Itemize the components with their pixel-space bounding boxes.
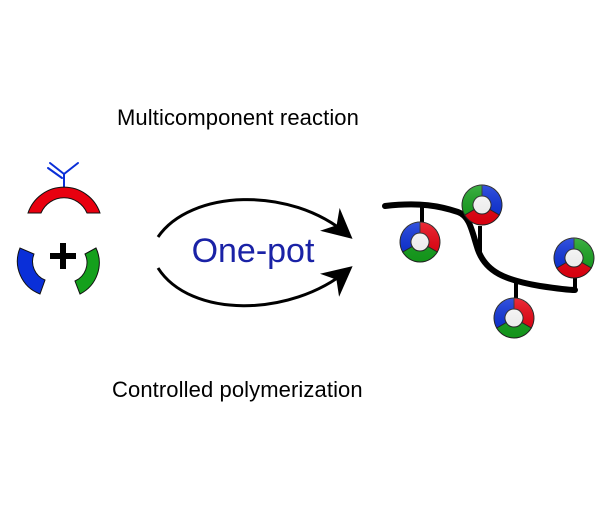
vinyl-group-icon bbox=[47, 162, 79, 191]
red-monomer-segment bbox=[27, 186, 101, 214]
pendant-ring-4 bbox=[553, 237, 595, 279]
pendant-ring-1 bbox=[399, 221, 441, 263]
reaction-arrows bbox=[156, 198, 353, 308]
lower-arrow bbox=[156, 266, 353, 308]
blue-monomer-segment bbox=[16, 247, 46, 295]
one-pot-label: One-pot bbox=[192, 232, 315, 270]
pendant-ring-2 bbox=[461, 184, 503, 226]
upper-arrow bbox=[156, 198, 353, 239]
pendant-ring-3 bbox=[493, 297, 535, 339]
green-monomer-segment bbox=[74, 247, 100, 295]
controlled-polymerization-label: Controlled polymerization bbox=[112, 377, 363, 402]
plus-icon bbox=[50, 243, 76, 269]
multicomponent-reaction-label: Multicomponent reaction bbox=[117, 105, 359, 130]
monomer-set bbox=[16, 162, 101, 295]
